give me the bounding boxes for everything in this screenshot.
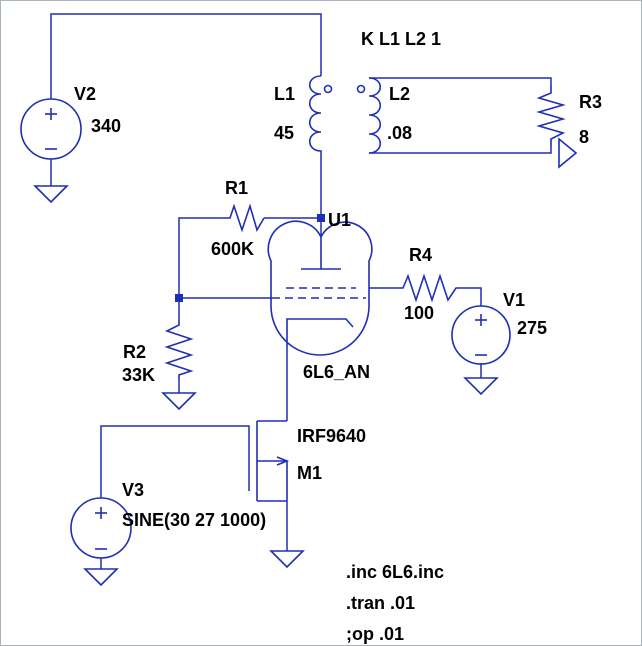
r1-ref[interactable]: R1 xyxy=(225,178,248,198)
resistor-r3[interactable] xyxy=(536,86,578,169)
m1-value[interactable]: IRF9640 xyxy=(297,426,366,446)
resistor-r4[interactable] xyxy=(399,273,461,303)
m1-ref[interactable]: M1 xyxy=(297,463,322,483)
r3-ref[interactable]: R3 xyxy=(579,92,602,112)
l2-phase-dot xyxy=(356,84,366,94)
directive-include[interactable]: .inc 6L6.inc xyxy=(346,562,444,582)
labels: K L1 L2 1 V2 340 L1 45 L2 .08 R3 8 R1 60… xyxy=(74,29,602,644)
voltage-source-v1[interactable] xyxy=(451,305,511,365)
r3-value[interactable]: 8 xyxy=(579,127,589,147)
r4-ref[interactable]: R4 xyxy=(409,245,432,265)
directive-tran[interactable]: .tran .01 xyxy=(346,593,415,613)
v1-value[interactable]: 275 xyxy=(517,318,547,338)
ground-icon xyxy=(463,377,499,396)
ground-icon xyxy=(33,185,69,204)
l2-ref[interactable]: L2 xyxy=(389,84,410,104)
r1-value[interactable]: 600K xyxy=(211,239,254,259)
mosfet-m1[interactable] xyxy=(256,420,290,502)
u1-value[interactable]: 6L6_AN xyxy=(303,362,370,382)
ground-icon xyxy=(83,568,119,587)
junction-anode xyxy=(317,214,325,222)
ground-icon xyxy=(269,550,305,569)
voltage-source-v3[interactable] xyxy=(70,497,132,559)
l1-ref[interactable]: L1 xyxy=(274,84,295,104)
v1-ref[interactable]: V1 xyxy=(503,290,525,310)
v3-value[interactable]: SINE(30 27 1000) xyxy=(122,510,266,530)
l1-phase-dot xyxy=(323,84,333,94)
ground-icon xyxy=(161,392,197,411)
r2-value[interactable]: 33K xyxy=(122,365,155,385)
voltage-source-v2[interactable] xyxy=(20,98,82,160)
resistor-r1[interactable] xyxy=(225,203,265,233)
tube-u1[interactable] xyxy=(267,220,373,356)
l2-value[interactable]: .08 xyxy=(387,123,412,143)
resistor-r2[interactable] xyxy=(164,319,194,379)
v2-value[interactable]: 340 xyxy=(91,116,121,136)
u1-ref[interactable]: U1 xyxy=(328,210,351,230)
v2-ref[interactable]: V2 xyxy=(74,84,96,104)
l1-value[interactable]: 45 xyxy=(274,123,294,143)
coupling-directive[interactable]: K L1 L2 1 xyxy=(361,29,441,49)
junction-feedback xyxy=(175,294,183,302)
inductor-l2[interactable] xyxy=(356,77,382,154)
v3-ref[interactable]: V3 xyxy=(122,480,144,500)
inductor-l1[interactable] xyxy=(308,75,333,153)
directive-op[interactable]: ;op .01 xyxy=(346,624,404,644)
r2-ref[interactable]: R2 xyxy=(123,342,146,362)
r4-value[interactable]: 100 xyxy=(404,303,434,323)
